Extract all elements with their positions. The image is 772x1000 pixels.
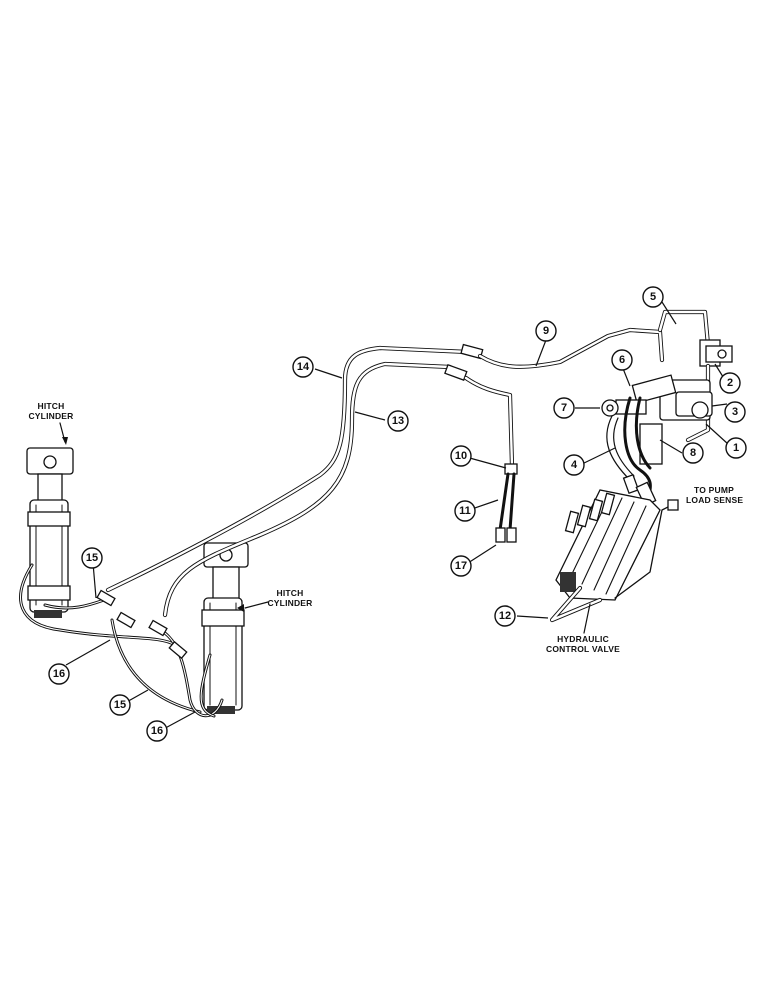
callout-7: 7 <box>553 397 575 419</box>
callout-15-upper: 15 <box>81 547 103 569</box>
callout-5: 5 <box>642 286 664 308</box>
svg-text:1: 1 <box>733 442 739 454</box>
svg-text:6: 6 <box>619 354 625 366</box>
svg-text:8: 8 <box>690 447 696 459</box>
svg-text:HYDRAULIC: HYDRAULIC <box>557 634 609 644</box>
svg-text:15: 15 <box>114 699 126 711</box>
label-control-valve: HYDRAULIC CONTROL VALVE <box>546 603 620 654</box>
svg-text:CYLINDER: CYLINDER <box>28 411 73 421</box>
cylinder-hoses <box>19 563 224 718</box>
svg-text:16: 16 <box>151 725 163 737</box>
callout-2: 2 <box>719 372 741 394</box>
tube-9 <box>463 327 665 469</box>
valve-assembly <box>601 309 733 507</box>
callout-16-right: 16 <box>146 720 168 742</box>
svg-text:16: 16 <box>53 668 65 680</box>
callout-16-left: 16 <box>48 663 70 685</box>
hitch-cylinder-left <box>26 447 74 618</box>
callout-9: 9 <box>535 320 557 342</box>
svg-text:14: 14 <box>297 361 310 373</box>
callout-10: 10 <box>450 445 472 467</box>
callout-14: 14 <box>292 356 314 378</box>
svg-text:2: 2 <box>727 377 733 389</box>
callout-13: 13 <box>387 410 409 432</box>
tubes-13-14 <box>105 343 484 618</box>
svg-text:15: 15 <box>86 552 98 564</box>
svg-text:CYLINDER: CYLINDER <box>267 598 312 608</box>
callout-12: 12 <box>494 605 516 627</box>
svg-text:12: 12 <box>499 610 511 622</box>
hydraulic-control-valve <box>549 489 679 623</box>
svg-text:HITCH: HITCH <box>38 401 65 411</box>
svg-text:9: 9 <box>543 325 549 337</box>
svg-text:TO PUMP: TO PUMP <box>694 485 734 495</box>
label-hitch-cylinder-right: HITCH CYLINDER <box>237 588 312 612</box>
callout-4: 4 <box>563 454 585 476</box>
callout-8: 8 <box>682 442 704 464</box>
svg-text:10: 10 <box>455 450 467 462</box>
svg-text:CONTROL VALVE: CONTROL VALVE <box>546 644 620 654</box>
label-hitch-cylinder-left: HITCH CYLINDER <box>28 401 73 445</box>
hitch-cylinder-right <box>201 542 249 714</box>
callout-3: 3 <box>724 401 746 423</box>
svg-text:13: 13 <box>392 415 404 427</box>
svg-text:HITCH: HITCH <box>277 588 304 598</box>
pilot-hose-10-11 <box>495 463 518 543</box>
callout-1: 1 <box>725 437 747 459</box>
svg-text:17: 17 <box>455 560 467 572</box>
svg-text:3: 3 <box>732 406 738 418</box>
label-to-pump: TO PUMP LOAD SENSE <box>686 485 743 505</box>
svg-text:5: 5 <box>650 291 656 303</box>
callout-6: 6 <box>611 349 633 371</box>
svg-text:7: 7 <box>561 402 567 414</box>
callout-11: 11 <box>454 500 476 522</box>
callout-15-lower: 15 <box>109 694 131 716</box>
svg-text:LOAD SENSE: LOAD SENSE <box>686 495 743 505</box>
callout-17: 17 <box>450 555 472 577</box>
svg-text:4: 4 <box>571 459 578 471</box>
svg-text:11: 11 <box>459 505 471 517</box>
